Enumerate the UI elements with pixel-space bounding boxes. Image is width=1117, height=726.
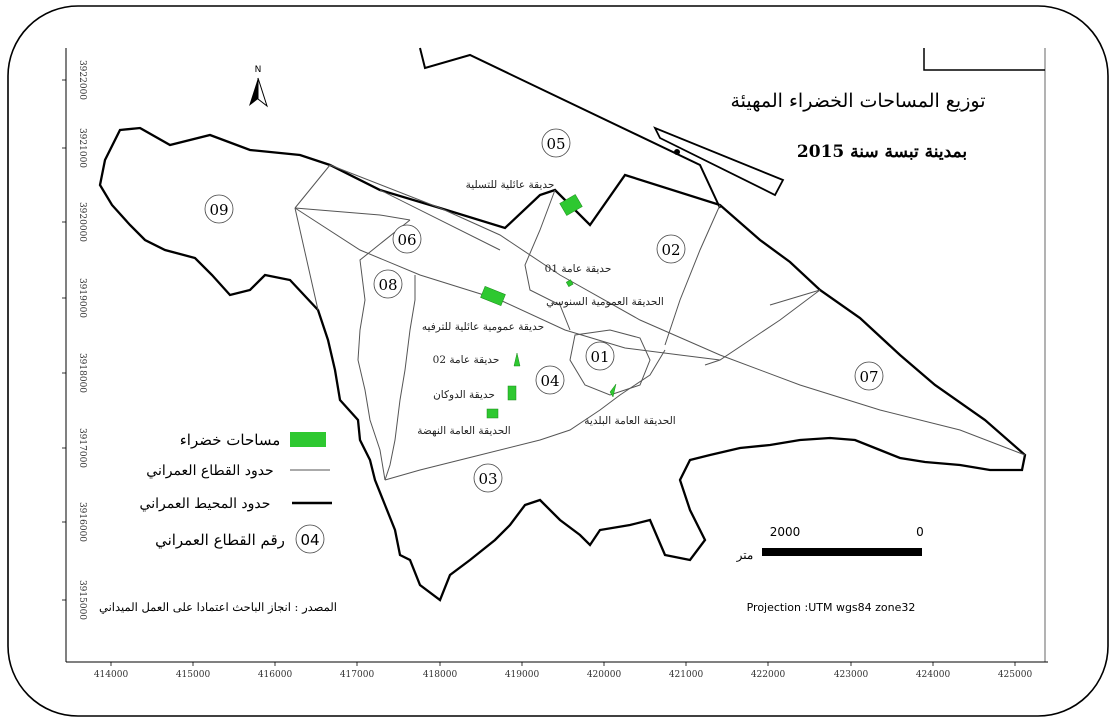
y-tick-label: 3919000 bbox=[77, 278, 87, 318]
y-tick-label: 3916000 bbox=[77, 502, 87, 542]
x-tick-label: 417000 bbox=[340, 670, 375, 680]
map-title-line1: توزيع المساحات الخضراء المهيئة bbox=[731, 90, 986, 112]
park-label-p8: الحديقة العامة البلدية bbox=[584, 415, 675, 427]
park-labels: حديقة عائلية للتسلية حديقة عامة 01 الحدي… bbox=[417, 179, 676, 437]
y-tick-label: 3920000 bbox=[77, 202, 87, 242]
x-tick-label: 424000 bbox=[916, 670, 951, 680]
road-north bbox=[419, 47, 721, 209]
legend-green-label: مساحات خضراء bbox=[180, 431, 281, 449]
green-space-p6 bbox=[507, 385, 517, 401]
legend: مساحات خضراء حدود القطاع العمراني حدود ا… bbox=[140, 431, 332, 554]
airport-strip bbox=[653, 126, 785, 197]
green-space-p4 bbox=[480, 285, 506, 307]
x-tick-label: 423000 bbox=[834, 670, 869, 680]
park-label-p5: حديقة عامة 02 bbox=[433, 354, 500, 366]
x-tick-label: 421000 bbox=[669, 670, 704, 680]
scale-right-label: 0 bbox=[916, 525, 924, 539]
north-label: N bbox=[255, 65, 262, 75]
legend-green-swatch bbox=[290, 432, 326, 447]
green-space-p1 bbox=[559, 194, 583, 216]
park-label-p6: حديقة الدوكان bbox=[433, 389, 495, 401]
legend-perimeter-label: حدود المحيط العمراني bbox=[140, 496, 271, 512]
park-label-p7: الحديقة العامة النهضة bbox=[417, 425, 511, 437]
green-spaces bbox=[480, 194, 617, 419]
sector-labels: 01 02 03 04 05 06 07 08 09 bbox=[204, 128, 884, 493]
north-arrow-icon: N bbox=[249, 65, 268, 108]
x-tick-label: 418000 bbox=[423, 670, 458, 680]
sector-boundaries bbox=[294, 164, 1026, 481]
sector-07: 07 bbox=[854, 361, 884, 391]
scale-bar: 2000 0 متر bbox=[736, 525, 924, 562]
corner-box bbox=[923, 48, 1045, 71]
sector-06: 06 bbox=[392, 224, 422, 254]
sector-01-label: 01 bbox=[590, 348, 609, 366]
sector-05-label: 05 bbox=[546, 135, 565, 153]
legend-sector-circle bbox=[295, 524, 325, 554]
x-ticks: 414000 415000 416000 417000 418000 41900… bbox=[94, 670, 1033, 680]
urban-perimeter bbox=[98, 126, 1027, 602]
x-tick-label: 414000 bbox=[94, 670, 129, 680]
sector-07-label: 07 bbox=[859, 368, 878, 386]
sector-03-label: 03 bbox=[478, 470, 497, 488]
green-space-p5 bbox=[513, 352, 521, 367]
scale-left-label: 2000 bbox=[770, 525, 801, 539]
y-tick-label: 3921000 bbox=[77, 128, 87, 168]
x-tick-marks bbox=[110, 662, 1016, 666]
park-label-p3: الحديقة العمومية السنوسي bbox=[546, 296, 664, 308]
green-space-p8 bbox=[609, 383, 617, 398]
sector-08-label: 08 bbox=[378, 276, 397, 294]
green-space-p7 bbox=[486, 408, 499, 419]
sector-01: 01 bbox=[585, 341, 615, 371]
x-tick-label: 415000 bbox=[176, 670, 211, 680]
sector-03: 03 bbox=[473, 463, 503, 493]
park-label-p4: حديقة عمومية عائلية للترفيه bbox=[422, 321, 544, 333]
x-tick-label: 419000 bbox=[505, 670, 540, 680]
legend-sector-number: 04 bbox=[300, 531, 319, 549]
landmark-dot bbox=[674, 149, 680, 155]
sector-06-label: 06 bbox=[397, 231, 416, 249]
sector-09-label: 09 bbox=[209, 201, 228, 219]
scale-unit: متر bbox=[736, 548, 754, 562]
sector-02-label: 02 bbox=[661, 241, 680, 259]
y-tick-label: 3915000 bbox=[77, 580, 87, 620]
y-tick-label: 3918000 bbox=[77, 353, 87, 393]
sector-05: 05 bbox=[541, 128, 571, 158]
sector-09: 09 bbox=[204, 194, 234, 224]
park-label-p2: حديقة عامة 01 bbox=[545, 263, 612, 275]
outer-frame bbox=[7, 5, 1109, 717]
sector-04-label: 04 bbox=[540, 372, 559, 390]
sector-04: 04 bbox=[535, 365, 565, 395]
map-title-line2: بمدينة تبسة سنة 2015 bbox=[797, 142, 967, 162]
projection-note: Projection :UTM wgs84 zone32 bbox=[747, 601, 916, 614]
x-tick-label: 425000 bbox=[998, 670, 1033, 680]
y-ticks: 3922000 3921000 3920000 3919000 3918000 … bbox=[77, 60, 87, 620]
sector-08: 08 bbox=[373, 269, 403, 299]
scale-bar-rect bbox=[762, 548, 922, 556]
sector-02: 02 bbox=[656, 234, 686, 264]
green-space-p2 bbox=[565, 279, 574, 287]
y-tick-label: 3922000 bbox=[77, 60, 87, 100]
y-tick-marks bbox=[62, 79, 66, 601]
map-title: توزيع المساحات الخضراء المهيئة بمدينة تب… bbox=[731, 90, 986, 162]
y-tick-label: 3917000 bbox=[77, 428, 87, 468]
park-label-p1: حديقة عائلية للتسلية bbox=[466, 179, 555, 191]
x-tick-label: 420000 bbox=[587, 670, 622, 680]
legend-sector-number-label: رقم القطاع العمراني bbox=[155, 531, 285, 549]
source-note: المصدر : انجاز الباحث اعتمادا على العمل … bbox=[99, 600, 337, 614]
x-tick-label: 416000 bbox=[258, 670, 293, 680]
legend-sector-label: حدود القطاع العمراني bbox=[146, 463, 273, 479]
x-tick-label: 422000 bbox=[751, 670, 786, 680]
